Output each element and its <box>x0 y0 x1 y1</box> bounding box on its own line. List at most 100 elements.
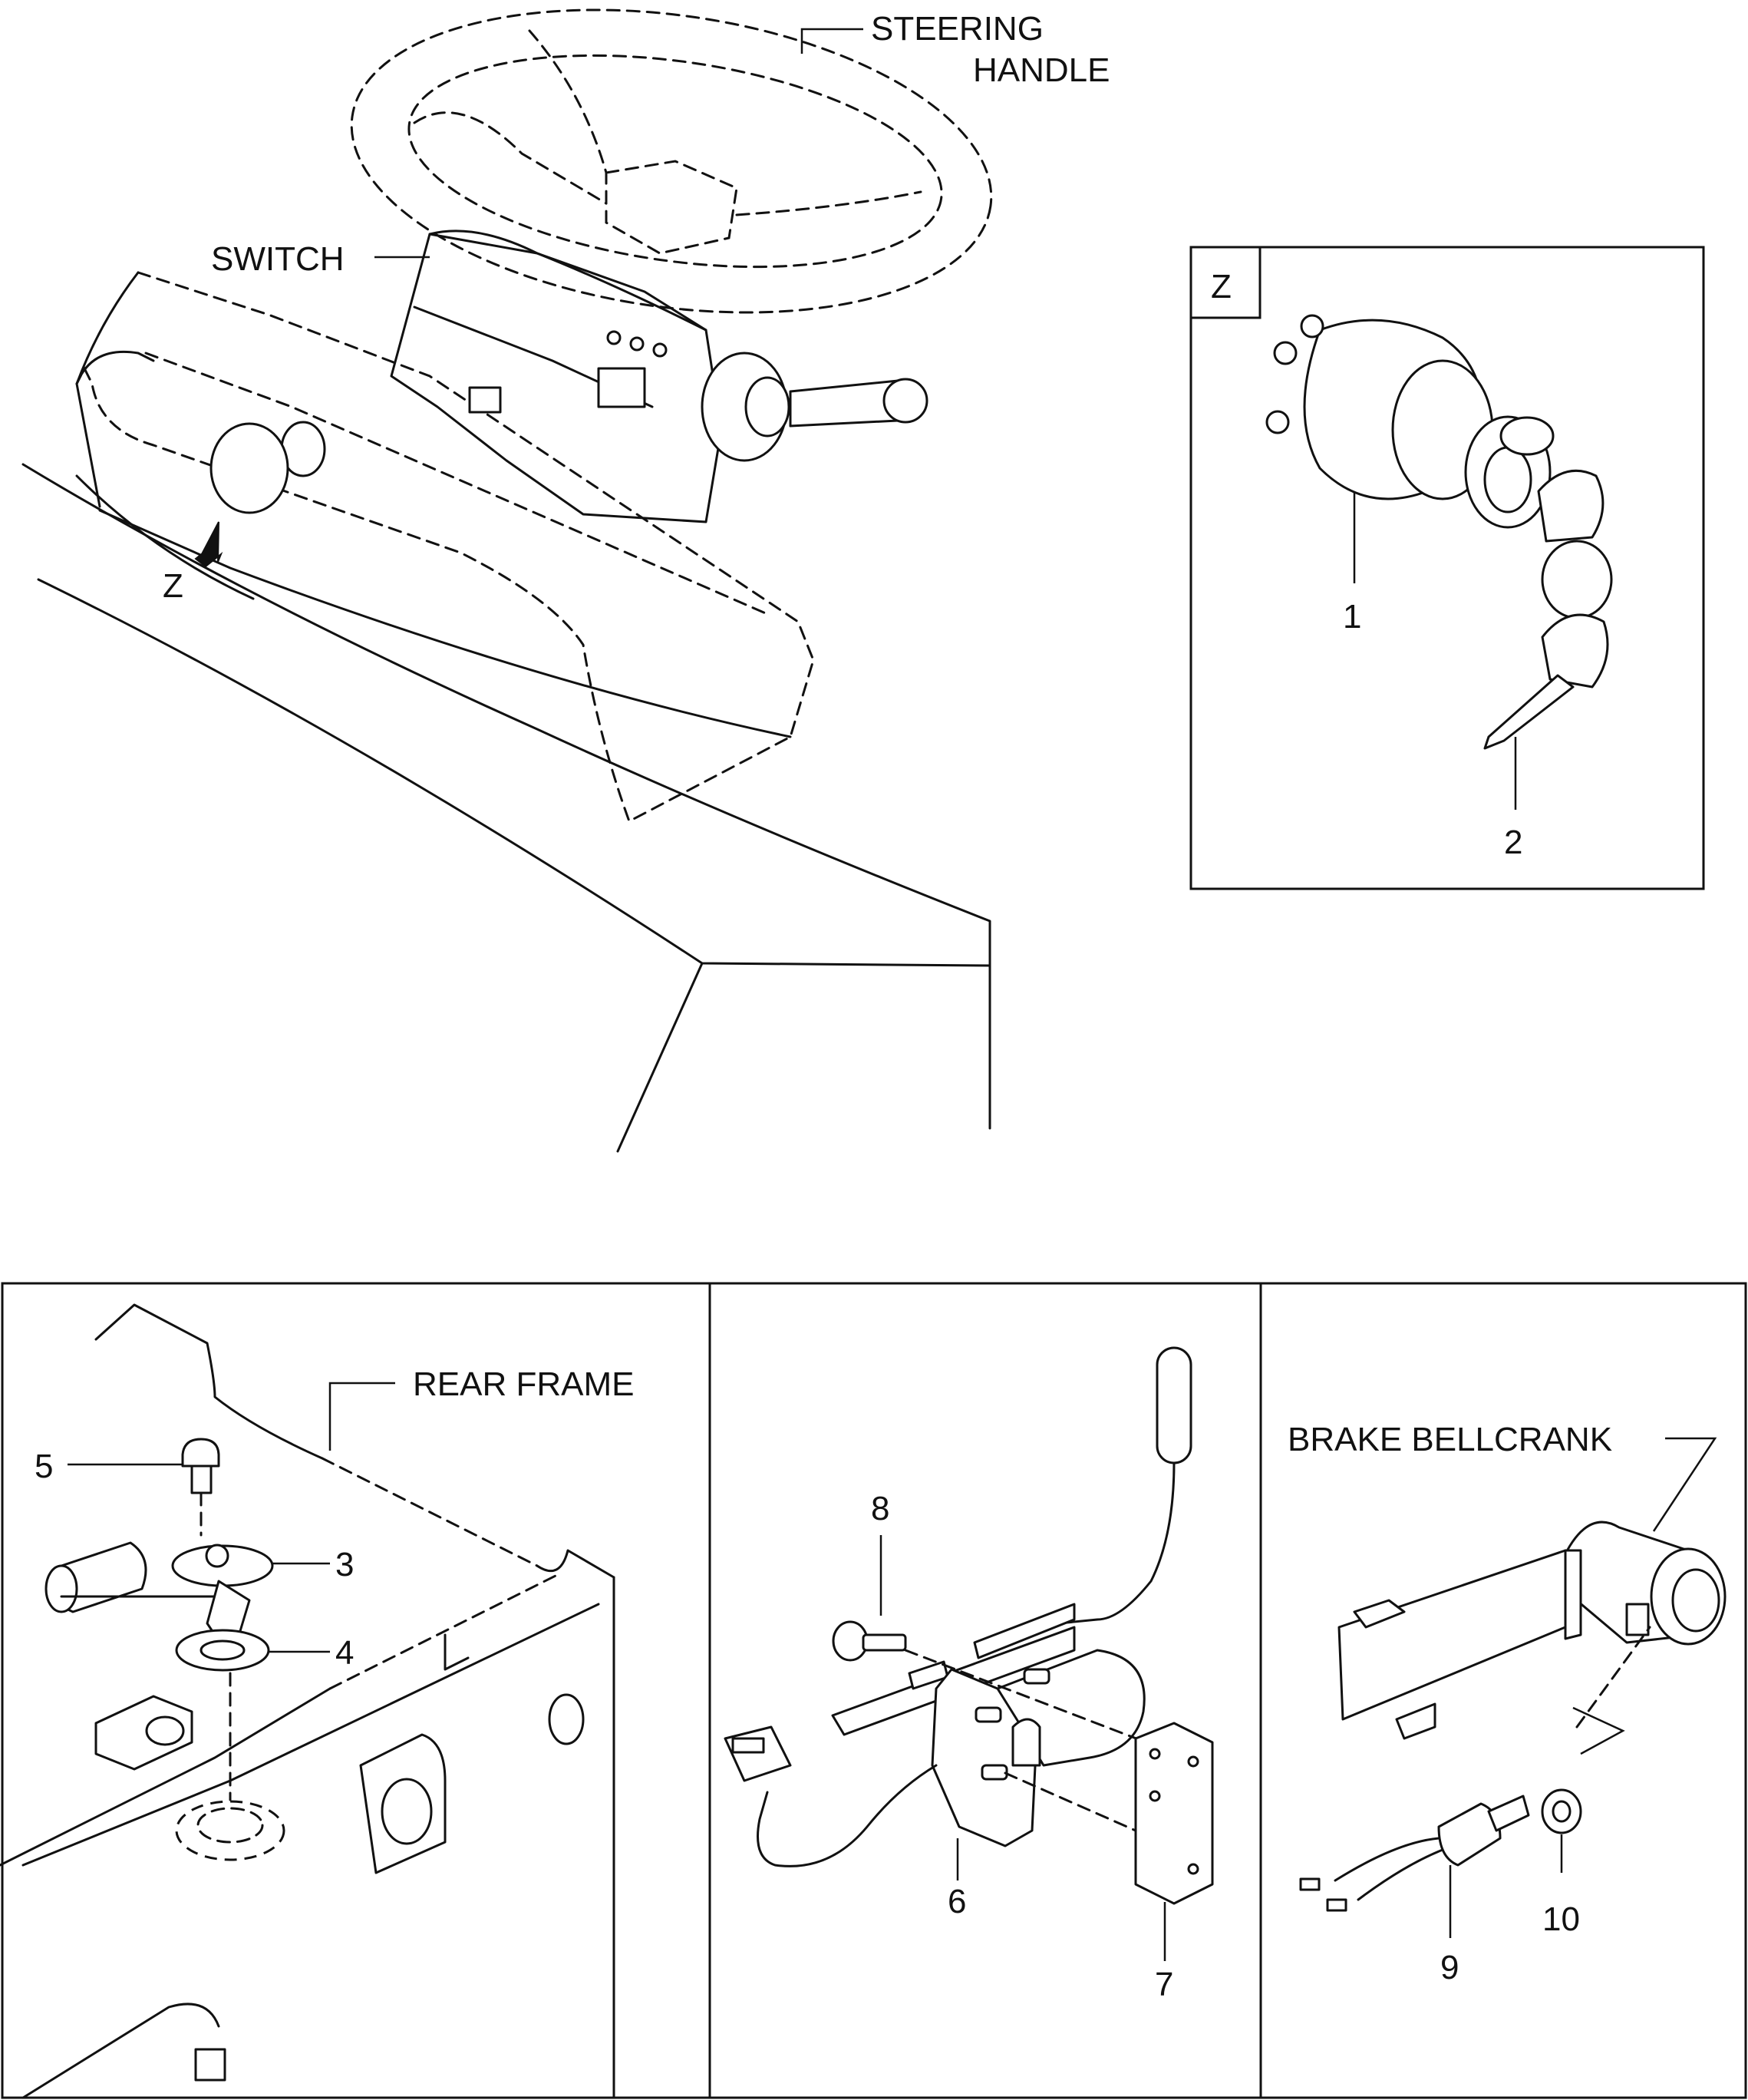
lever-hub-inner <box>744 376 790 438</box>
detail-z-frame <box>1189 246 1705 890</box>
callout-10: 10 <box>1542 1900 1580 1938</box>
bellcrank-foot <box>1353 1599 1406 1629</box>
detail-z-tag: Z <box>1211 268 1232 305</box>
callout-3: 3 <box>335 1546 354 1583</box>
sender-mount-hole <box>175 1800 285 1861</box>
bellcrank-tube-bore <box>1671 1568 1720 1633</box>
switch-tab-right <box>597 367 646 408</box>
plate-hole-3 <box>1149 1790 1161 1802</box>
rear-frame-leader <box>328 1382 395 1451</box>
brake-switch-wire-1 <box>1334 1837 1440 1882</box>
rear-frame-top-solid <box>536 1549 615 1579</box>
switch-mount-tab <box>1625 1603 1650 1636</box>
brake-switch-thread <box>1487 1795 1530 1832</box>
wheel-spoke-right <box>735 190 922 216</box>
rear-frame-top-dashed <box>321 1457 539 1567</box>
steering-assembly-view: STEERING HANDLE SWITCH Z <box>21 8 1110 1153</box>
switch-stud-2 <box>981 1764 1008 1781</box>
bottom-frame <box>1 1282 1747 2099</box>
dash-panel <box>75 271 815 824</box>
terminal-2 <box>1273 341 1298 365</box>
bolt-8-shank <box>862 1633 907 1652</box>
wheel-rim-inner <box>407 54 943 269</box>
steering-handle-label-2: HANDLE <box>973 51 1110 89</box>
steering-handle-leader <box>800 28 863 54</box>
lever-knob <box>1156 1346 1192 1464</box>
switch-tab-left <box>468 386 502 414</box>
key-blade <box>1483 674 1575 750</box>
rear-frame-panel: REAR FRAME 5 3 4 <box>0 1303 634 2099</box>
callout-5: 5 <box>35 1448 53 1485</box>
brake-switch-terminal-2 <box>1326 1898 1347 1912</box>
mounting-plate <box>1134 1722 1214 1905</box>
bellcrank-foot-lower <box>1395 1702 1436 1740</box>
floor-line-lower <box>616 962 704 1153</box>
callout-9: 9 <box>1440 1949 1459 1986</box>
wheel-spoke-left <box>413 111 608 205</box>
callout-2: 2 <box>1504 824 1522 861</box>
rear-frame-boss <box>94 1695 193 1771</box>
dash-left-edge <box>75 271 140 508</box>
key-barrel-inner <box>1483 446 1532 513</box>
key-bow-2 <box>1541 613 1609 688</box>
bolt-8-axis <box>904 1649 1168 1752</box>
brake-bellcrank-label: BRAKE BELLCRANK <box>1288 1421 1612 1458</box>
callout-8: 8 <box>871 1490 889 1527</box>
detail-z-panel: Z 1 2 <box>1189 246 1705 890</box>
rear-frame-lower-line <box>21 2003 220 2099</box>
ignition-knob <box>209 422 289 514</box>
sender-float <box>45 1564 78 1613</box>
switch-stud-1 <box>975 1706 1002 1723</box>
rear-frame-step <box>444 1633 470 1671</box>
switch-label: SWITCH <box>211 240 345 278</box>
switch-mount-axis <box>1575 1626 1651 1729</box>
bellcrank-web <box>1564 1549 1582 1640</box>
bolt-8-head <box>832 1620 869 1662</box>
bellcrank-callout-bracket <box>1572 1706 1625 1755</box>
plate-hole-4 <box>1187 1863 1199 1875</box>
switch-housing <box>390 233 723 523</box>
view-z-label: Z <box>163 567 183 605</box>
sender-mount-hole-inner <box>196 1807 264 1844</box>
bolt-5-shank <box>190 1464 213 1494</box>
wire-harness <box>757 1764 938 1867</box>
wire-connector-face <box>731 1737 765 1754</box>
callout-6: 6 <box>948 1883 966 1920</box>
bolt-5-head <box>181 1438 220 1468</box>
switch-dot-1 <box>606 330 622 345</box>
lever-tip <box>882 378 928 424</box>
steering-handle-label-1: STEERING <box>871 10 1044 48</box>
stud-axis <box>1004 1771 1137 1832</box>
rear-frame-top-edge <box>94 1303 324 1460</box>
lever-rod <box>1019 1461 1176 1629</box>
plate-hole-1 <box>1149 1748 1161 1760</box>
rear-frame-boss-hole <box>145 1715 185 1746</box>
nut-bore <box>1552 1800 1572 1823</box>
switch-dot-3 <box>652 342 668 358</box>
rear-frame-front-dashed <box>328 1572 562 1690</box>
detail-z-tag-box <box>1189 246 1262 319</box>
wire-connector <box>724 1725 792 1782</box>
brake-bellcrank-leader <box>1652 1437 1717 1532</box>
bellcrank-arm <box>1337 1549 1567 1721</box>
terminal-1 <box>1300 314 1324 338</box>
steering-wheel <box>350 8 993 314</box>
ignition-switch <box>1265 314 1555 529</box>
dash-lower-solid <box>98 509 792 738</box>
brake-switch-wire-2 <box>1357 1848 1444 1901</box>
callout-1: 1 <box>1343 598 1361 636</box>
rear-frame-hole-small <box>548 1693 585 1745</box>
switch-body <box>931 1668 1037 1847</box>
rear-frame-label: REAR FRAME <box>413 1365 634 1403</box>
switch-top <box>428 229 707 332</box>
neutral-switch-panel: 8 6 7 <box>724 1346 1214 2003</box>
rear-frame-hole-large <box>381 1778 433 1845</box>
callout-7: 7 <box>1155 1966 1173 2003</box>
terminal-3 <box>1265 410 1290 434</box>
cowl-outline <box>21 463 991 1130</box>
bottom-panels <box>1 1282 1747 2099</box>
switch-stud-3 <box>1023 1668 1050 1685</box>
callout-4: 4 <box>335 1634 354 1672</box>
fuel-sender-top <box>205 1544 229 1568</box>
